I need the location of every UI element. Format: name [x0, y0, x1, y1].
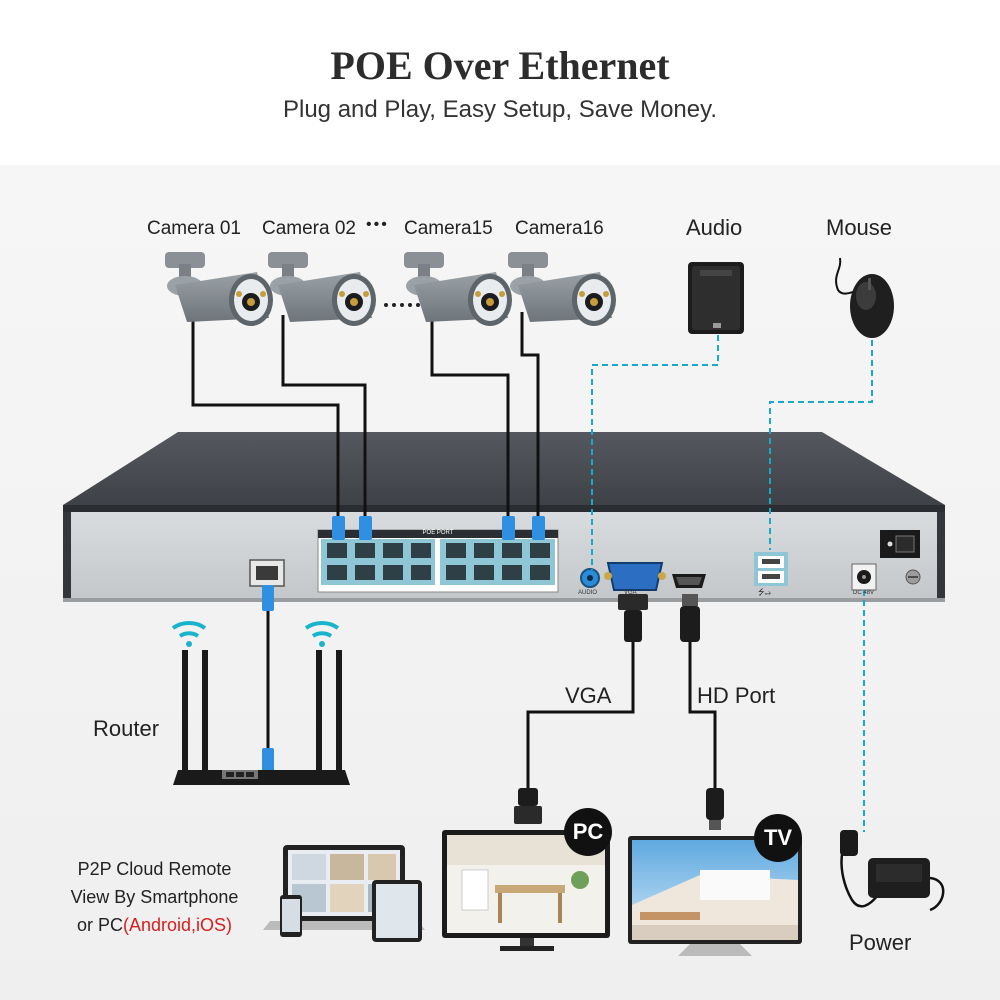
tv-badge-label: TV	[763, 825, 793, 850]
poe-port[interactable]	[327, 565, 347, 580]
vga-cable	[514, 594, 648, 824]
power-switch[interactable]	[880, 530, 920, 558]
camera-01-label: Camera 01	[147, 218, 241, 239]
tv-icon	[628, 836, 802, 956]
p2p-description: P2P Cloud Remote View By Smartphone or P…	[52, 855, 257, 939]
audio-label: Audio	[686, 215, 743, 240]
page-title: POE Over Ethernet	[330, 43, 670, 88]
poe-port[interactable]	[474, 543, 494, 558]
poe-port[interactable]	[446, 543, 466, 558]
dc-port-label: DC 48V	[853, 590, 875, 596]
camera-1-icon	[165, 252, 273, 326]
camera-dots	[384, 303, 420, 307]
poe-port[interactable]	[383, 565, 403, 580]
poe-connectors	[332, 516, 545, 540]
pc-badge-label: PC	[572, 819, 604, 844]
ground-screw	[905, 569, 921, 585]
camera-4-icon	[508, 252, 616, 326]
power-adapter-icon	[840, 830, 945, 912]
poe-port[interactable]	[411, 543, 431, 558]
dc-power-port[interactable]	[851, 563, 877, 591]
camera-02-label: Camera 02	[262, 218, 356, 239]
poe-port[interactable]	[530, 543, 550, 558]
audio-port-label: AUDIO	[578, 590, 598, 596]
wifi-icon-right	[304, 620, 340, 647]
wifi-icon-left	[171, 620, 207, 647]
p2p-line-1: P2P Cloud Remote	[77, 859, 232, 879]
camera-cables	[191, 312, 540, 518]
power-label: Power	[849, 930, 912, 955]
usb-port-label: ⭍⭌	[758, 588, 772, 597]
poe-port[interactable]	[502, 543, 522, 558]
poe-port-block	[317, 529, 559, 593]
camera-2-icon	[268, 252, 376, 326]
poe-port[interactable]	[355, 565, 375, 580]
poe-port[interactable]	[411, 565, 431, 580]
poe-port[interactable]	[327, 543, 347, 558]
smartphone-icon	[280, 895, 302, 937]
p2p-os-highlight: (Android,iOS)	[122, 915, 233, 935]
vga-port[interactable]	[604, 562, 666, 591]
camera-ellipsis: •••	[366, 216, 389, 233]
camera-16-label: Camera16	[515, 218, 604, 239]
audio-jack[interactable]	[580, 568, 600, 588]
header-band	[0, 0, 1000, 165]
nvr-top	[63, 432, 945, 505]
mouse-icon	[835, 257, 894, 338]
camera-15-label: Camera15	[404, 218, 493, 239]
mouse-dashed-line	[769, 340, 873, 550]
router-icon	[173, 650, 350, 785]
lan-port[interactable]	[249, 559, 285, 587]
vga-label: VGA	[565, 683, 612, 708]
p2p-line-2: View By Smartphone	[70, 887, 239, 907]
speaker-icon	[688, 262, 744, 334]
tv-badge	[754, 814, 802, 862]
hdmi-cable	[680, 594, 724, 830]
poe-port[interactable]	[530, 565, 550, 580]
page-subtitle: Plug and Play, Easy Setup, Save Money.	[282, 96, 718, 123]
audio-dashed-line	[591, 335, 719, 570]
poe-port[interactable]	[502, 565, 522, 580]
hdmi-port[interactable]	[672, 574, 706, 588]
poe-port[interactable]	[383, 543, 403, 558]
router-cable	[262, 585, 274, 774]
poe-port-label: POE PORT	[422, 530, 454, 536]
poe-port[interactable]	[355, 543, 375, 558]
camera-group	[165, 252, 616, 326]
pc-badge	[564, 808, 612, 856]
usb-ports[interactable]	[754, 552, 788, 586]
hd-port-label: HD Port	[697, 683, 776, 708]
poe-port[interactable]	[474, 565, 494, 580]
tablet-icon	[372, 880, 422, 942]
pc-monitor-icon	[442, 830, 610, 951]
vga-port-label: VGA	[624, 590, 637, 596]
poe-port[interactable]	[446, 565, 466, 580]
mouse-label: Mouse	[826, 215, 893, 240]
p2p-line-3-prefix: or PC	[76, 915, 123, 935]
router-label: Router	[93, 716, 160, 741]
camera-3-icon	[404, 252, 512, 326]
p2p-line-3: or PC(Android,iOS)	[52, 911, 257, 939]
